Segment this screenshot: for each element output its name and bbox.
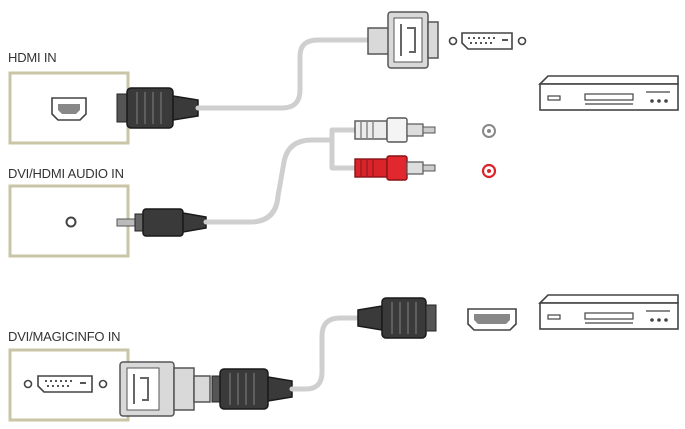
stereo-plug-icon xyxy=(116,208,207,237)
rca-plug-white-icon xyxy=(354,117,436,143)
dvi-to-hdmi-adapter-icon xyxy=(119,361,211,417)
rca-jack-white-icon xyxy=(482,124,496,138)
hdmi-plug-lower-left-icon xyxy=(211,368,293,410)
hdmi-plug-icon xyxy=(116,87,199,129)
media-player-lower-icon xyxy=(538,294,679,330)
hdmi-cable-lower xyxy=(289,315,361,392)
hdmi-port-lower-icon xyxy=(467,308,517,331)
dvi-port-panel-icon xyxy=(23,375,108,393)
hdmi-cable xyxy=(195,37,371,111)
dvi-magicinfo-in-label: DVI/MAGICINFO IN xyxy=(8,329,121,344)
hdmi-in-label: HDMI IN xyxy=(8,50,57,65)
audio-jack-icon xyxy=(65,216,77,228)
hdmi-plug-lower-right-icon xyxy=(357,297,437,339)
rca-plug-red-icon xyxy=(354,155,436,181)
dvi-plug-icon xyxy=(367,11,439,69)
audio-y-cable xyxy=(203,127,358,225)
media-player-icon xyxy=(538,75,679,111)
audio-in-label: DVI/HDMI AUDIO IN xyxy=(8,166,124,181)
dvi-port-icon xyxy=(448,32,527,50)
hdmi-port-icon xyxy=(51,97,87,121)
rca-jack-red-icon xyxy=(481,163,497,179)
